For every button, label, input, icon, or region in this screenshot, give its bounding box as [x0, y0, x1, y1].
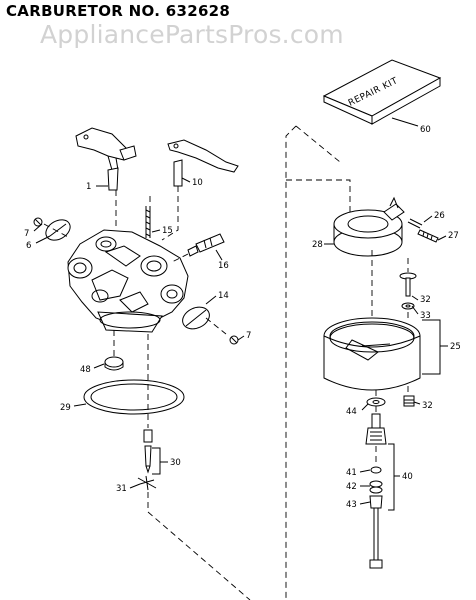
callout-6: 6: [26, 241, 31, 251]
part-43-needle: [369, 495, 383, 569]
part-15-idle-screw: [145, 206, 151, 238]
carburetor-body: [67, 229, 189, 333]
callout-29: 29: [60, 403, 71, 413]
part-25-float-bowl: [323, 317, 421, 391]
part-14-choke-plate: [182, 306, 210, 330]
callout-16: 16: [218, 261, 229, 271]
callout-43: 43: [346, 500, 357, 510]
callout-28: 28: [312, 240, 323, 250]
part-40-nozzle: [365, 413, 387, 445]
part-42-o-ring: [369, 480, 383, 494]
assembly-dashed-lines: [43, 125, 409, 600]
callout-7-lower: 7: [246, 331, 251, 341]
part-1-choke-shaft: [75, 127, 137, 191]
part-10-throttle-shaft: [167, 139, 239, 187]
part-32-fitting-lower: [403, 395, 415, 407]
part-7-screw-upper: [33, 217, 43, 227]
callout-60: 60: [420, 125, 431, 135]
callout-14: 14: [218, 291, 229, 301]
callout-33: 33: [420, 311, 431, 321]
part-6-throttle-plate: [45, 219, 71, 241]
part-16-adjusting-needle: [187, 233, 225, 257]
part-27-screw: [417, 229, 439, 243]
callout-30: 30: [170, 458, 181, 468]
leader-lines: [33, 117, 448, 511]
part-32-bolt-upper: [399, 272, 417, 297]
part-30-inlet-needle: [143, 429, 153, 474]
part-31-clip: [137, 475, 157, 491]
watermark: AppliancePartsPros.com: [40, 20, 344, 49]
callout-40: 40: [402, 472, 413, 482]
part-26-spring: [407, 218, 423, 229]
part-7-screw-lower: [229, 335, 239, 345]
callout-26: 26: [434, 211, 445, 221]
part-41-washer: [370, 466, 382, 474]
callout-27: 27: [448, 231, 459, 241]
part-33-washer: [401, 302, 415, 310]
part-28-bowl-gasket: [333, 196, 405, 257]
callout-41: 41: [346, 468, 357, 478]
part-48-plug: [104, 356, 124, 371]
callout-7-upper: 7: [24, 229, 29, 239]
callout-48: 48: [80, 365, 91, 375]
callout-32-upper: 32: [420, 295, 431, 305]
callout-44: 44: [346, 407, 357, 417]
callout-32-lower: 32: [422, 401, 433, 411]
callout-25: 25: [450, 342, 461, 352]
callout-31: 31: [116, 484, 127, 494]
callout-10: 10: [192, 178, 203, 188]
callout-42: 42: [346, 482, 357, 492]
callout-1: 1: [86, 182, 91, 192]
callout-15: 15: [162, 226, 173, 236]
callout-labels: 1 10 7 6 15 16 14 7 48 29 30 31 60 26 27…: [24, 125, 461, 510]
part-29-gasket: [83, 379, 185, 415]
part-44-washer: [366, 397, 386, 407]
diagram-title: CARBURETOR NO. 632628: [6, 2, 231, 20]
part-60-repair-kit: REPAIR KIT: [322, 59, 442, 125]
